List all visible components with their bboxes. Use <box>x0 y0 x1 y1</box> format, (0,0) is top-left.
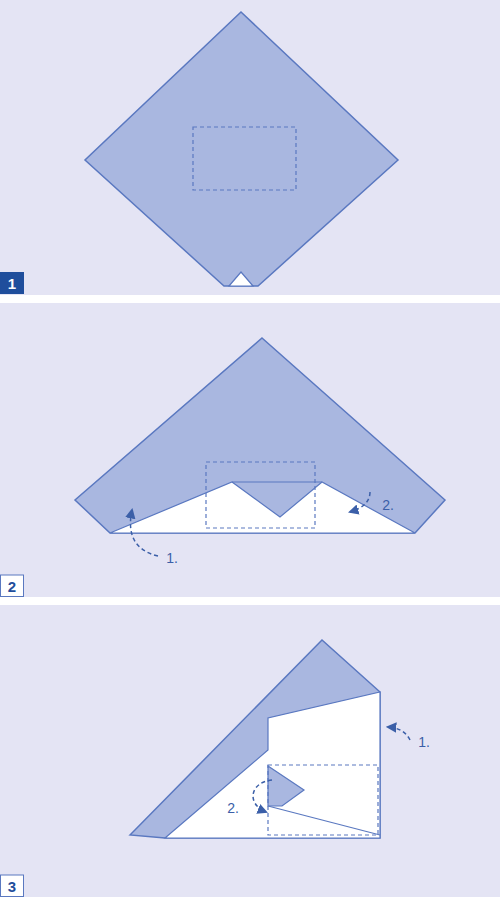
step-badge <box>0 272 24 294</box>
fold-arrow <box>130 510 158 556</box>
dashed-outline <box>206 462 315 528</box>
step-number: 1. <box>166 551 178 565</box>
dashed-outline <box>193 127 296 190</box>
panel-number: 2 <box>8 579 16 594</box>
dashed-outline <box>268 765 378 835</box>
panel-ground <box>0 303 500 597</box>
step-number: 1. <box>418 735 430 749</box>
step-badge <box>1 575 24 597</box>
folded-flap <box>165 692 380 838</box>
panel-ground <box>0 605 500 897</box>
paper-sheet <box>75 338 445 533</box>
fold-arrow <box>253 780 272 812</box>
step-number: 2. <box>227 801 239 815</box>
fold-arrow <box>388 727 410 740</box>
panel-number: 3 <box>8 879 16 894</box>
step-number: 2. <box>382 498 394 512</box>
folded-flap <box>110 482 415 533</box>
fold-edge <box>268 806 380 835</box>
fold-arrow <box>350 492 370 512</box>
tucked-tab <box>268 766 304 806</box>
paper-sheet <box>130 640 380 838</box>
panel-number: 1 <box>8 276 16 291</box>
panel-ground <box>0 0 500 295</box>
folded-tip <box>229 272 253 286</box>
paper-sheet <box>85 12 398 286</box>
fold-edge <box>232 481 322 482</box>
step-badge <box>1 875 24 897</box>
